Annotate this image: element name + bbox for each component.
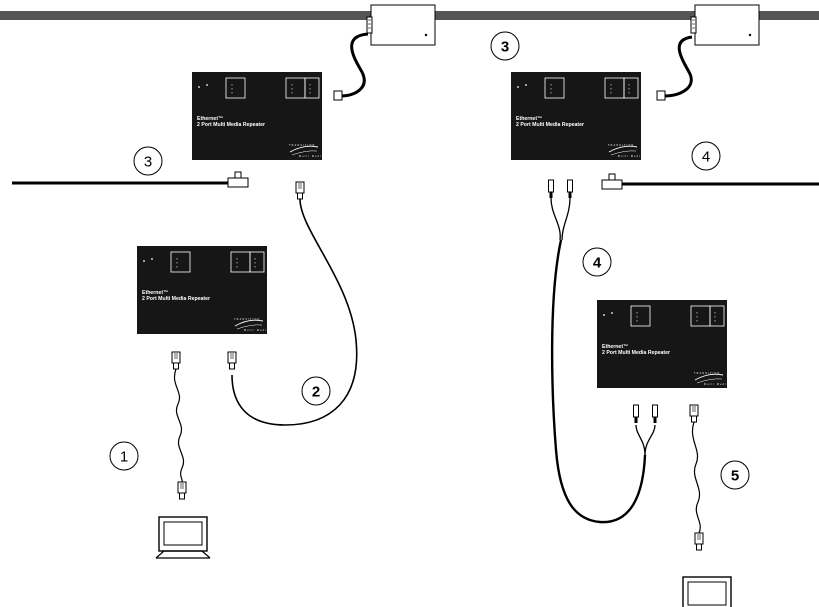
repeater-c-line1: Ethernet™ bbox=[142, 290, 168, 296]
computer-left bbox=[155, 516, 211, 559]
fiber-plug-b-1 bbox=[548, 179, 554, 199]
callout-1: 1 bbox=[109, 441, 139, 471]
aui-plug-right bbox=[656, 90, 666, 101]
callout-4-fiber: 4 bbox=[582, 247, 612, 277]
repeater-b-brand: TRANSITION bbox=[608, 144, 634, 147]
repeater-a-line1: Ethernet™ bbox=[197, 116, 223, 122]
callout-4-right: 4 bbox=[691, 141, 721, 171]
repeater-b-line2: 2 Port Multi Media Repeater bbox=[516, 122, 584, 128]
repeater-a-line2: 2 Port Multi Media Repeater bbox=[197, 122, 265, 128]
fiber-strand-3 bbox=[635, 424, 646, 456]
svg-text:2: 2 bbox=[312, 384, 320, 401]
repeater-d-line1: Ethernet™ bbox=[602, 344, 628, 350]
repeater-d-brand: TRANSITION bbox=[694, 372, 720, 375]
repeater-c: Ethernet™ 2 Port Multi Media Repeater TR… bbox=[136, 245, 269, 335]
twisted-pair-cable-1 bbox=[174, 368, 184, 485]
twisted-pair-plug-d bbox=[689, 404, 699, 423]
svg-text:1: 1 bbox=[120, 449, 128, 466]
twisted-pair-cable-2 bbox=[231, 198, 358, 426]
aui-plug-left bbox=[333, 90, 343, 101]
twisted-pair-plug-c-left bbox=[171, 351, 181, 370]
fiber-strand-1 bbox=[550, 197, 561, 241]
repeater-b-brand-sub: Multi Media bbox=[618, 155, 643, 158]
repeater-d-line2: 2 Port Multi Media Repeater bbox=[602, 350, 670, 356]
twisted-pair-plug-a bbox=[295, 181, 305, 200]
svg-text:4: 4 bbox=[702, 149, 710, 166]
fiber-plug-d-1 bbox=[633, 404, 639, 424]
fiber-cable-4 bbox=[550, 239, 647, 524]
svg-text:5: 5 bbox=[731, 468, 739, 485]
twisted-pair-plug-pc-left bbox=[177, 481, 187, 500]
fiber-strand-2 bbox=[561, 197, 571, 241]
bnc-connector-right bbox=[601, 179, 623, 190]
repeater-c-brand-sub: Multi Media bbox=[244, 329, 269, 332]
repeater-a-brand: TRANSITION bbox=[289, 144, 315, 147]
bnc-stub-right bbox=[608, 173, 616, 181]
callout-2: 2 bbox=[301, 376, 331, 406]
svg-text:3: 3 bbox=[144, 154, 152, 171]
twisted-pair-plug-pc-right bbox=[694, 532, 704, 551]
repeater-b-line1: Ethernet™ bbox=[516, 116, 542, 122]
repeater-d: Ethernet™ 2 Port Multi Media Repeater TR… bbox=[596, 299, 729, 389]
repeater-c-line2: 2 Port Multi Media Repeater bbox=[142, 296, 210, 302]
fiber-plug-d-2 bbox=[652, 404, 658, 424]
svg-text:4: 4 bbox=[593, 255, 602, 272]
repeater-c-brand: TRANSITION bbox=[234, 318, 260, 321]
transceiver-left bbox=[366, 4, 436, 46]
fiber-strand-4 bbox=[644, 424, 656, 456]
fiber-plug-b-2 bbox=[567, 179, 573, 199]
repeater-d-brand-sub: Multi Media bbox=[704, 383, 729, 386]
callout-5: 5 bbox=[720, 460, 750, 490]
svg-text:3: 3 bbox=[501, 39, 509, 56]
repeater-a-brand-sub: Multi Media bbox=[299, 155, 324, 158]
twisted-pair-plug-c bbox=[227, 351, 237, 370]
transceiver-right bbox=[690, 4, 760, 46]
repeater-b: Ethernet™ 2 Port Multi Media Repeater TR… bbox=[510, 71, 643, 161]
bnc-connector-left bbox=[227, 177, 249, 188]
callout-3-left: 3 bbox=[133, 146, 163, 176]
aui-cable-left bbox=[339, 32, 369, 98]
computer-right bbox=[679, 576, 735, 607]
bnc-stub-left bbox=[234, 171, 242, 179]
repeater-a: Ethernet™ 2 Port Multi Media Repeater TR… bbox=[191, 71, 324, 161]
twisted-pair-cable-5 bbox=[692, 421, 701, 534]
aui-cable-right bbox=[663, 35, 693, 98]
callout-3-top: 3 bbox=[490, 31, 520, 61]
